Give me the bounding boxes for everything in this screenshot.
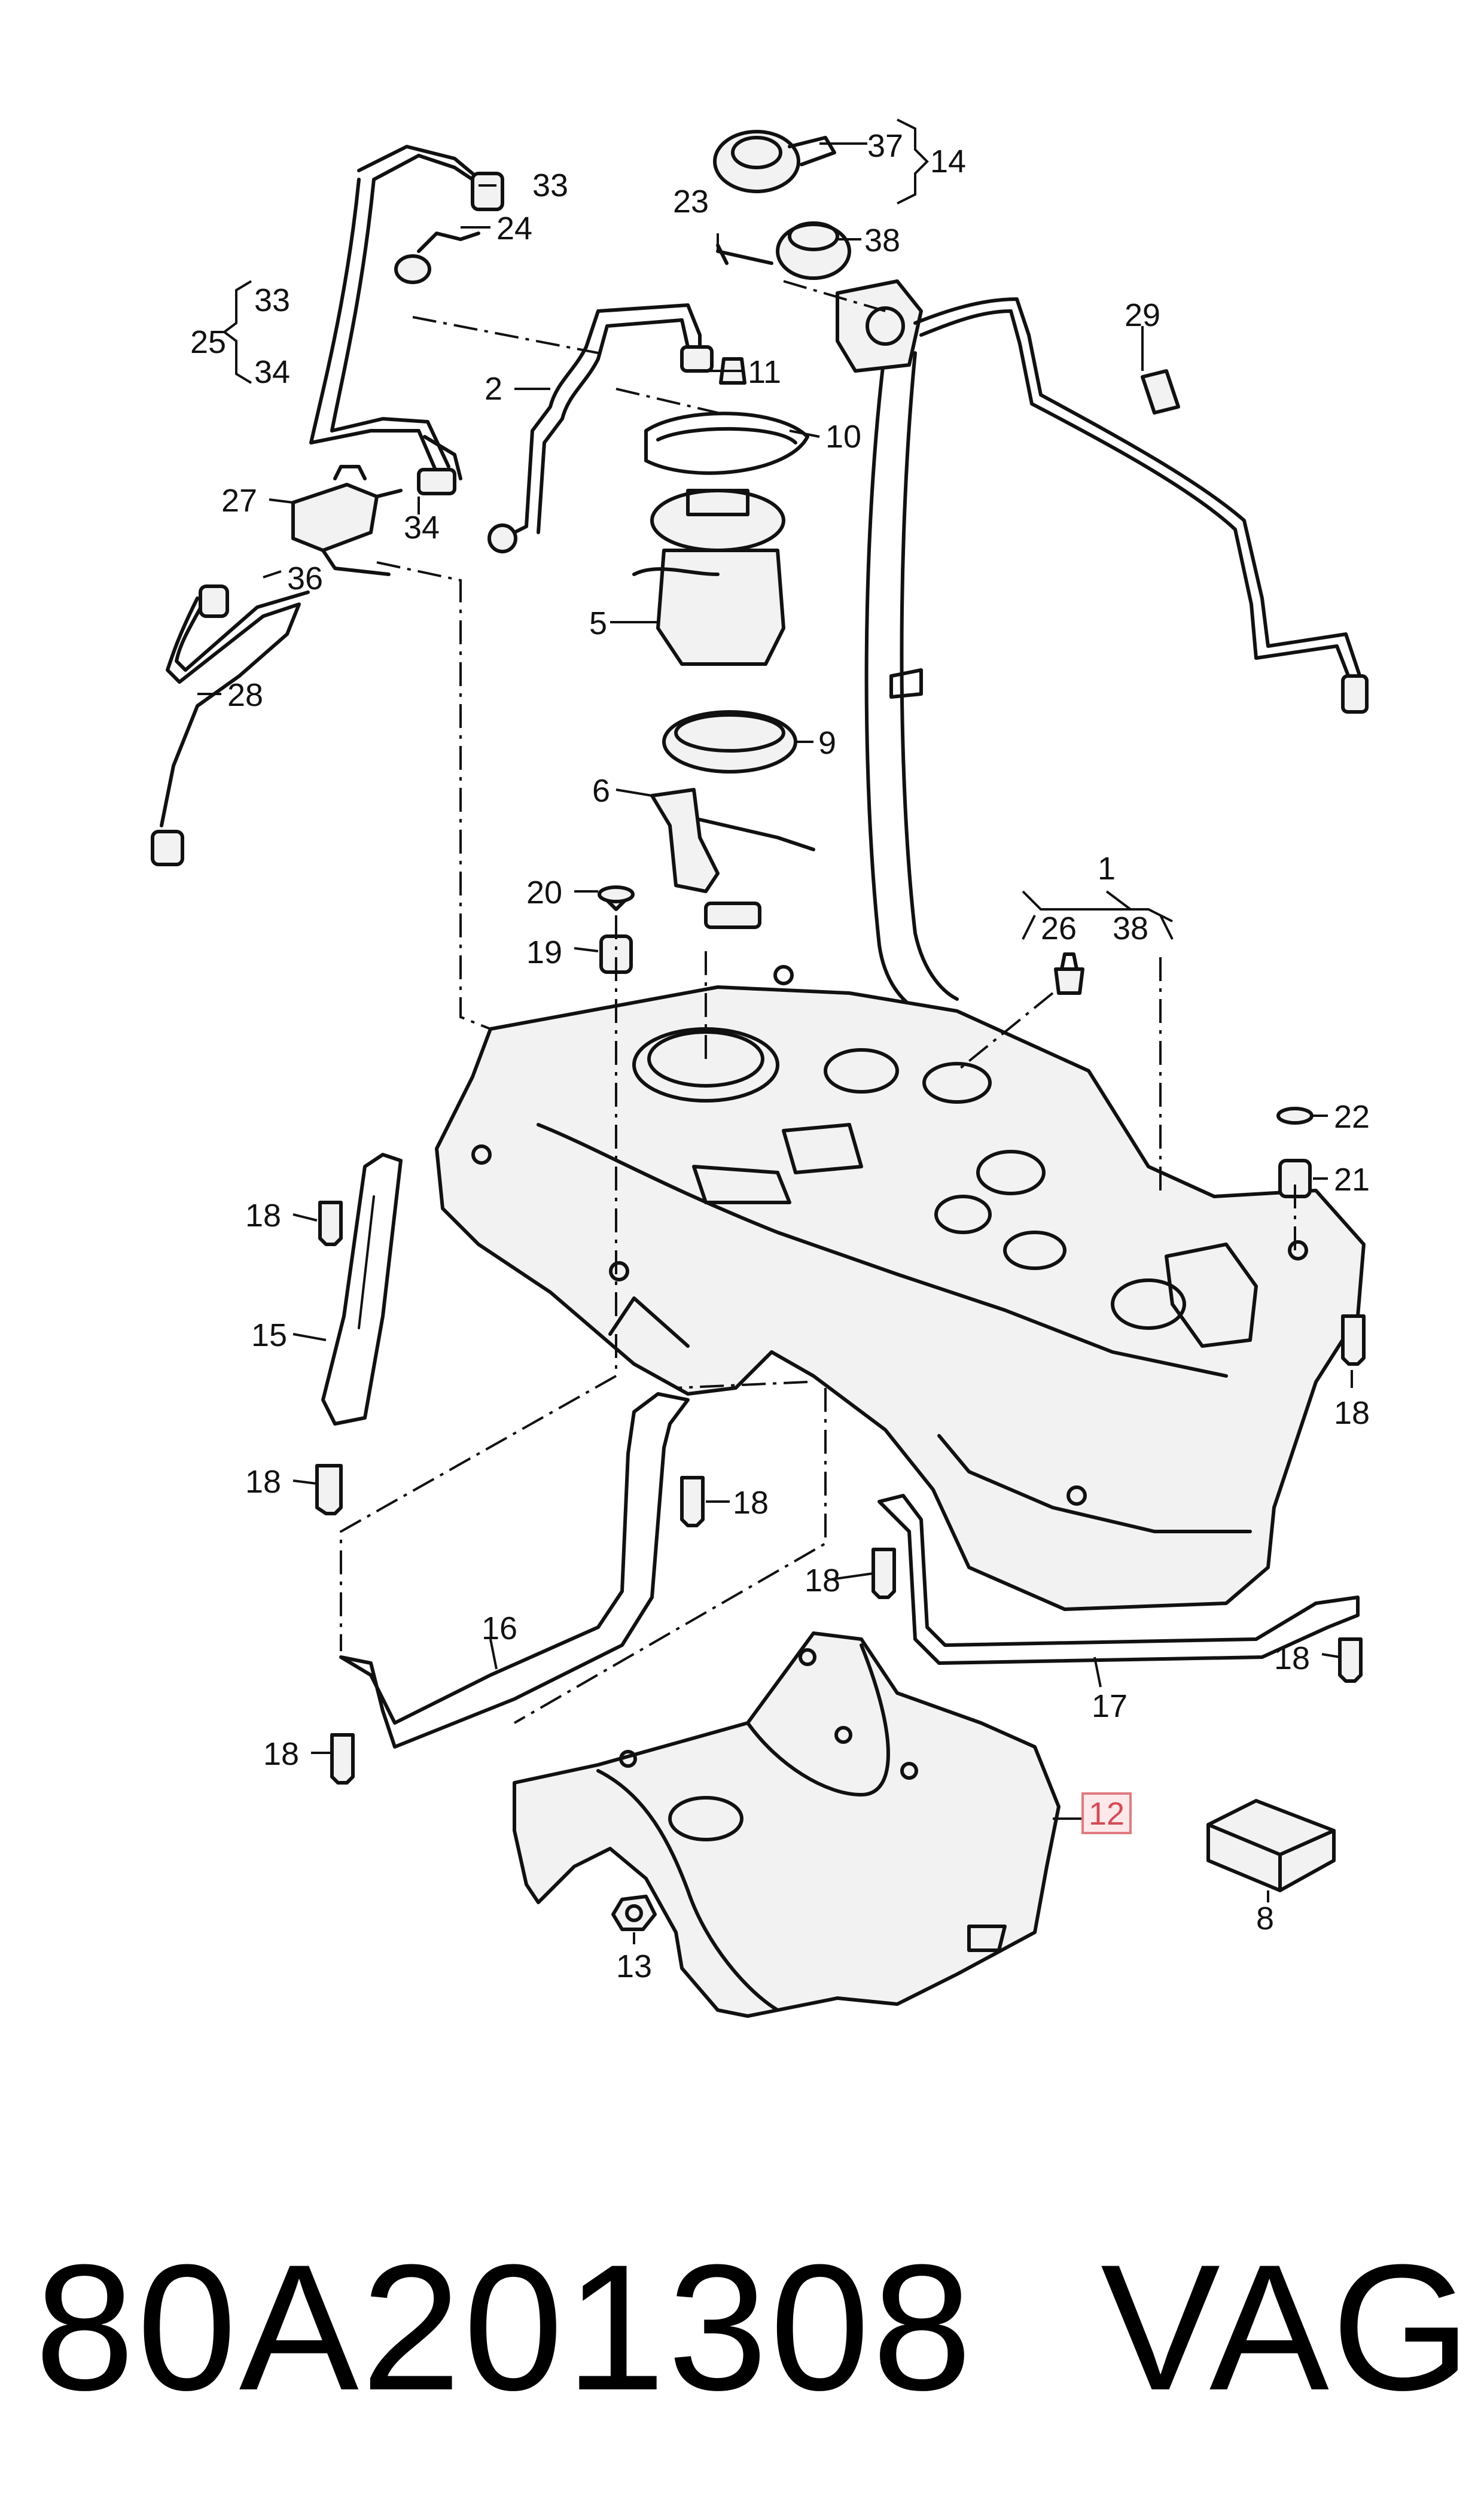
- strap-16: [339, 1392, 690, 1749]
- callout-33: 33: [532, 168, 568, 203]
- callout-1: 1: [1098, 851, 1116, 887]
- callout-29: 29: [1125, 297, 1160, 333]
- callout-22: 22: [1334, 1099, 1370, 1135]
- callout-18: 18: [245, 1198, 281, 1234]
- line-28: [151, 584, 310, 866]
- callout-14: 14: [930, 144, 966, 179]
- callout-28: 28: [227, 677, 263, 713]
- assembly-guides: [340, 280, 1296, 1724]
- callout-17: 17: [1092, 1688, 1128, 1724]
- studs: [598, 885, 1314, 1198]
- callout-33: 33: [254, 282, 290, 318]
- leaders: [197, 118, 1353, 1944]
- callout-15: 15: [251, 1317, 287, 1353]
- callout-18: 18: [1274, 1640, 1310, 1676]
- callout-21: 21: [1334, 1162, 1370, 1198]
- callout-20: 20: [526, 875, 562, 911]
- control-unit-8: [1206, 1799, 1336, 1892]
- callout-13: 13: [616, 1948, 652, 1984]
- callout-18: 18: [733, 1485, 769, 1521]
- callout-19: 19: [526, 934, 562, 970]
- fuel-tank: [435, 965, 1366, 1611]
- callout-36: 36: [287, 561, 323, 596]
- part-number: 80A201308: [35, 2227, 974, 2428]
- callout-26: 26: [1041, 911, 1077, 946]
- strap-17: [877, 1494, 1360, 1665]
- callout-38: 38: [1113, 911, 1148, 946]
- callout-38: 38: [864, 223, 900, 258]
- callout-18: 18: [805, 1563, 840, 1599]
- pipe-2: [487, 303, 714, 553]
- valve-27: [291, 465, 403, 576]
- strap-15: [321, 1153, 403, 1426]
- callout-12: 12: [1089, 1796, 1125, 1832]
- bolts-18: [315, 1201, 1366, 1785]
- callout-23: 23: [673, 184, 709, 220]
- callout-18: 18: [263, 1736, 299, 1772]
- callout-labels: 37 14 33 24 23 38 33 25 34 29 2 11 10 27…: [190, 128, 1370, 1984]
- nut-13: [611, 1895, 657, 1931]
- callout-8: 8: [1256, 1901, 1274, 1937]
- callout-11: 11: [748, 354, 781, 390]
- callout-2: 2: [484, 371, 502, 407]
- callout-25: 25: [190, 324, 226, 360]
- filler-hose: [836, 279, 959, 1019]
- callout-34: 34: [254, 354, 290, 390]
- vent-line-right: [913, 297, 1369, 714]
- callout-16: 16: [482, 1610, 517, 1646]
- callout-9: 9: [818, 725, 836, 761]
- heat-shield: [513, 1631, 1061, 2018]
- vent-lines-left: [309, 145, 504, 495]
- pump-module: [632, 357, 815, 929]
- footer: 80A201308 VAG: [0, 2202, 1484, 2453]
- callout-37: 37: [867, 128, 903, 164]
- brand-label: VAG: [1101, 2227, 1474, 2428]
- callout-5: 5: [589, 605, 607, 641]
- callout-27: 27: [221, 483, 257, 519]
- callout-18: 18: [245, 1464, 281, 1500]
- callout-10: 10: [825, 419, 861, 455]
- callout-6: 6: [592, 773, 610, 809]
- callout-24: 24: [496, 211, 532, 246]
- callout-34: 34: [404, 510, 440, 546]
- filler-cap: [713, 130, 851, 280]
- callout-18: 18: [1334, 1395, 1370, 1431]
- callout-12-highlight: [1081, 1792, 1132, 1834]
